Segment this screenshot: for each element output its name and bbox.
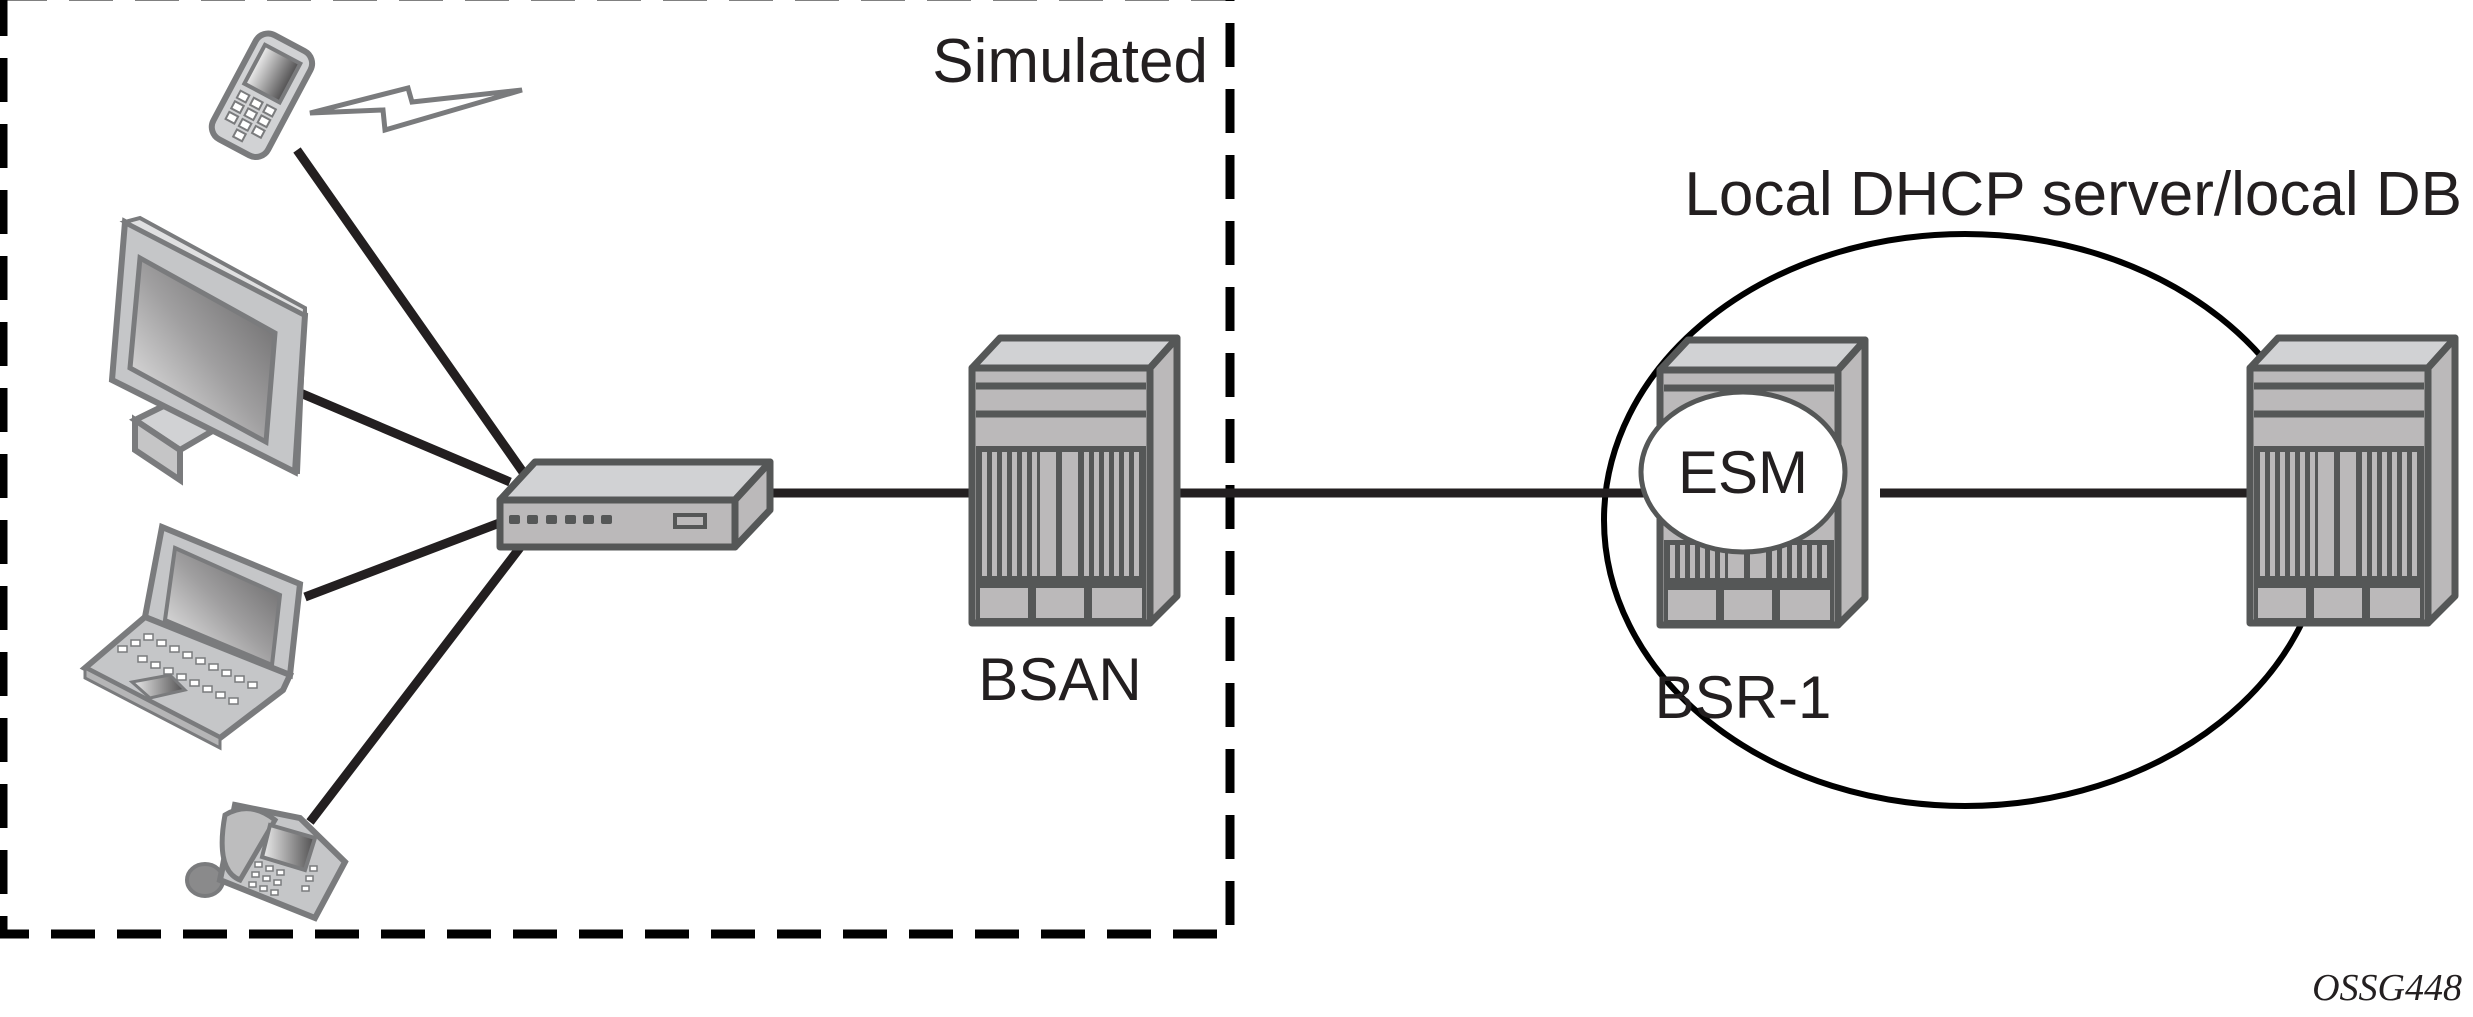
simulated-region: Simulated — [0, 0, 1235, 939]
bsan-router-icon — [968, 334, 1181, 627]
simulated-label: Simulated — [932, 27, 1208, 96]
dhcp-region: Local DHCP server/local DB — [1601, 160, 2462, 809]
dhcp-server-router-icon — [2246, 334, 2459, 627]
esm-ellipse — [1638, 389, 1848, 555]
bsr1-label: BSR-1 — [1655, 664, 1832, 731]
laptop-touchpad — [128, 673, 188, 700]
esm-function-badge: ESM — [1638, 389, 1848, 555]
dhcp-region-label: Local DHCP server/local DB — [1684, 160, 2462, 229]
access-switch-icon — [496, 458, 774, 551]
simulated-boundary — [0, 0, 1235, 939]
ip-phone-icon — [185, 801, 349, 922]
link-desktop-switch — [296, 387, 512, 487]
links — [293, 147, 2250, 825]
desktop-computer-icon — [108, 215, 309, 486]
laptop-keyboard — [117, 633, 258, 705]
mobile-phone-icon — [208, 30, 316, 160]
bsan-label: BSAN — [978, 646, 1141, 713]
figure-id: OSSG448 — [2312, 967, 2462, 1009]
link-laptop-switch — [303, 517, 504, 602]
esm-label: ESM — [1678, 439, 1808, 506]
wireless-signal-icon — [309, 84, 523, 134]
laptop-icon — [79, 522, 304, 751]
link-mobile-switch — [293, 147, 529, 478]
link-phone-switch — [306, 542, 526, 825]
